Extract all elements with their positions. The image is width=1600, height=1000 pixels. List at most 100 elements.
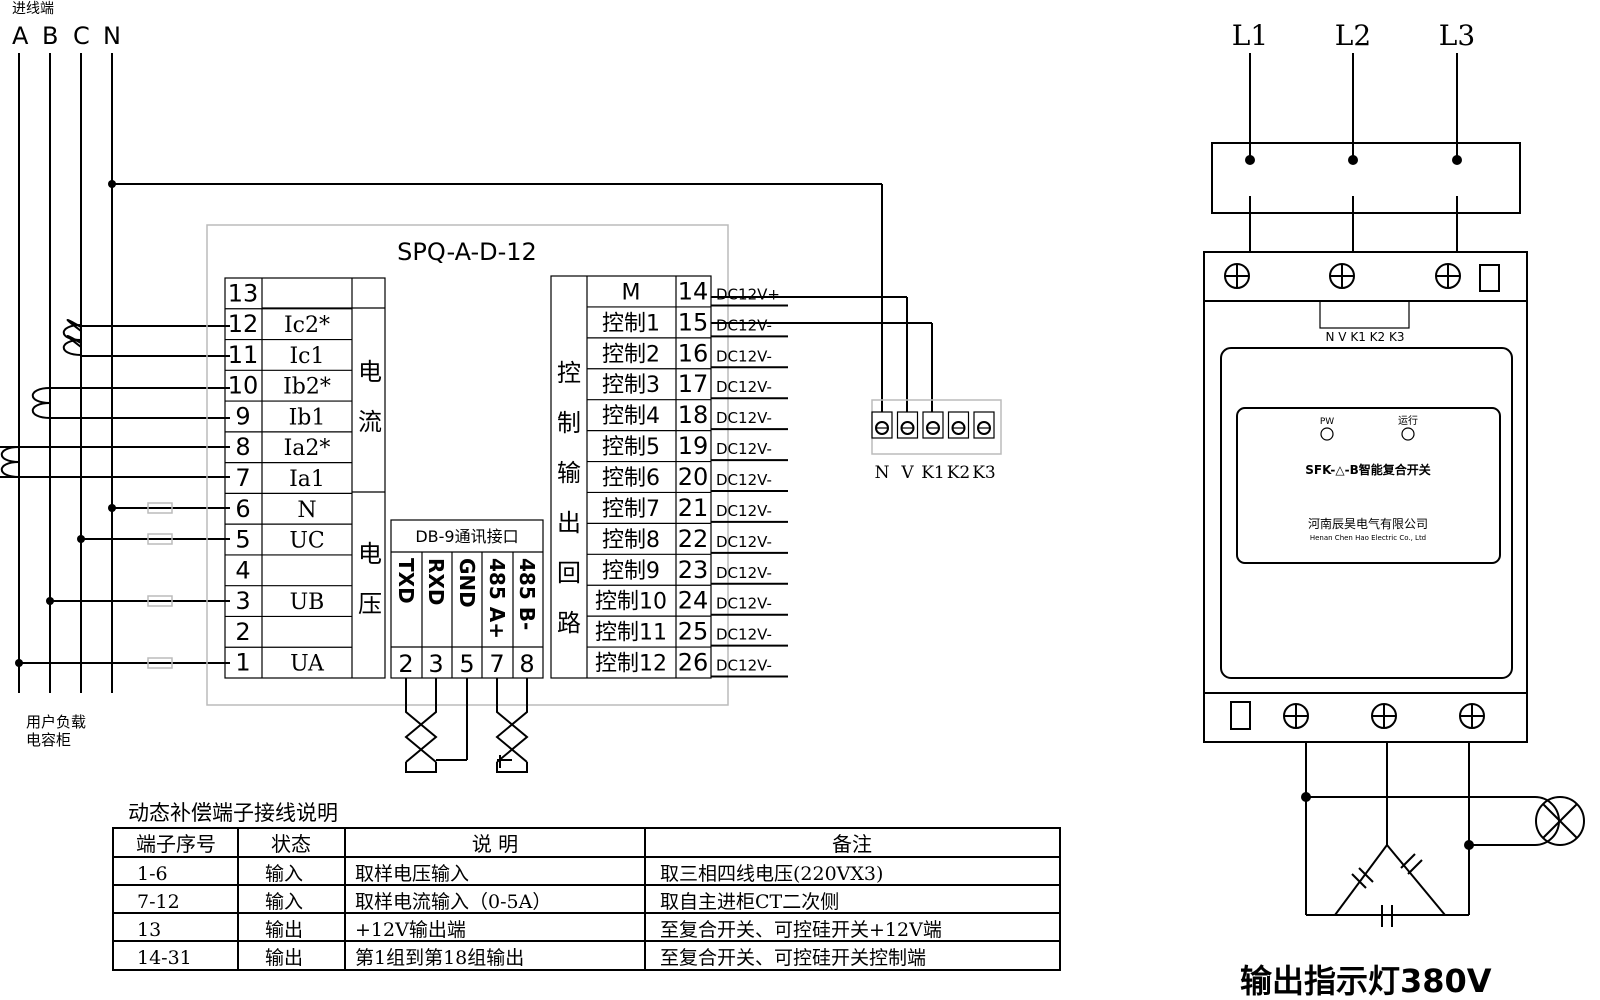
right-terminal-number: 15	[678, 308, 709, 336]
table-header-cell: 说 明	[472, 832, 518, 856]
right-terminal-label: 控制8	[602, 528, 660, 553]
breaker-box	[1211, 142, 1521, 214]
terminal-cell	[896, 411, 919, 439]
left-terminal-number: 7	[235, 464, 250, 492]
left-terminal-label: Ic2*	[284, 313, 330, 338]
table-cell: 至复合开关、可控硅开关+12V端	[660, 919, 942, 941]
right-terminal-label: 控制1	[602, 311, 660, 336]
right-terminal-number: 19	[678, 432, 709, 460]
table-cell: +12V输出端	[355, 919, 466, 941]
incoming-title: 进线端	[12, 1, 54, 17]
table-cell: 1-6	[137, 863, 168, 885]
load-label-line1: 用户负载	[26, 713, 86, 731]
incoming-busbars	[18, 53, 113, 693]
left-terminal-label: N	[297, 498, 316, 523]
switch-device	[1203, 53, 1585, 927]
left-terminal-label: Ia2*	[284, 436, 331, 461]
ct-phase-a	[0, 446, 230, 478]
right-terminal-label: 控制10	[595, 590, 667, 615]
dc-label: DC12V-	[716, 595, 772, 613]
dc-label: DC12V-	[716, 316, 772, 334]
table-cell: 取自主进柜CT二次侧	[660, 891, 839, 913]
table-header-cell: 状态	[271, 832, 311, 856]
table-cell: 取样电流输入（0-5A）	[355, 891, 551, 913]
right-terminal-label: 控制9	[602, 559, 660, 584]
left-terminal-number: 8	[235, 433, 250, 461]
left-terminal-label: UB	[290, 590, 325, 615]
right-terminal-label: M	[622, 280, 641, 305]
table-cell: 输入	[265, 863, 303, 885]
left-terminal-number: 1	[235, 649, 250, 677]
right-terminal-number: 20	[678, 463, 709, 491]
ct-phase-b	[31, 387, 230, 419]
right-terminal-block	[550, 275, 712, 679]
terminal-block-label: K2	[947, 463, 971, 483]
bottom-screw-terminals	[1230, 701, 1485, 730]
table-header-cell: 端子序号	[136, 832, 216, 856]
left-terminal-number: 9	[235, 402, 250, 430]
db9-signal: 485 B-	[515, 558, 539, 630]
table-cell: 13	[137, 919, 161, 941]
db9-twisted-cables	[404, 678, 529, 773]
db9-title: DB-9通讯接口	[415, 527, 518, 546]
current-group-char-1: 电	[358, 358, 382, 386]
controller-model: SPQ-A-D-12	[397, 238, 537, 266]
db9-signal: 485 A+	[485, 558, 509, 639]
db9-signal: TXD	[394, 558, 418, 604]
capacitor-delta	[1301, 742, 1474, 927]
ct-phase-c	[62, 319, 230, 357]
switch-name: SFK-△-B智能复合开关	[1305, 462, 1430, 477]
control-group-char: 出	[557, 509, 581, 537]
dc-label: DC12V-	[716, 347, 772, 365]
line-label-l2: L2	[1335, 19, 1371, 52]
top-screw-terminals	[1224, 263, 1500, 292]
table-cell: 取样电压输入	[355, 863, 469, 885]
phase-label-n: N	[103, 22, 121, 50]
terminal-cell	[973, 411, 995, 439]
pw-led	[1320, 427, 1334, 441]
right-terminal-label: 控制2	[602, 342, 660, 367]
dc-label: DC12V-	[716, 378, 772, 396]
table-cell: 14-31	[137, 947, 192, 969]
line-label-l3: L3	[1439, 19, 1475, 52]
control-wires-to-terminal-block	[711, 296, 933, 412]
right-terminal-number: 23	[678, 556, 709, 584]
terminal-block-label: V	[900, 463, 914, 483]
db9-signal: RXD	[424, 558, 448, 605]
right-terminal-number: 24	[678, 587, 709, 615]
db9-pin: 3	[428, 650, 443, 678]
right-terminal-number: 21	[678, 494, 709, 522]
terminal-block-label: K3	[972, 463, 996, 483]
left-terminal-number: 2	[235, 618, 250, 646]
left-terminal-number: 11	[228, 341, 259, 369]
terminal-cell	[922, 411, 944, 439]
switch-label-plate	[1236, 407, 1501, 564]
phase-label-b: B	[42, 22, 58, 50]
table-cell: 第1组到第18组输出	[355, 947, 524, 969]
run-label: 运行	[1398, 414, 1418, 427]
left-terminal-number: 3	[235, 587, 250, 615]
line-label-l1: L1	[1232, 19, 1268, 52]
control-group-char: 制	[557, 409, 581, 437]
control-group-char: 控	[557, 359, 581, 387]
db9-signal: GND	[455, 558, 479, 608]
terminal-block-label: N	[875, 463, 890, 483]
left-terminal-label: Ib2*	[283, 375, 331, 400]
db9-pin: 2	[398, 650, 413, 678]
control-group-char: 回	[557, 559, 581, 587]
dc-label: DC12V-	[716, 626, 772, 644]
dc-label: DC12V+	[716, 285, 780, 303]
db9-pin: 8	[519, 650, 534, 678]
right-terminal-label: 控制5	[602, 435, 660, 460]
switch-body	[1203, 251, 1528, 743]
right-terminal-number: 22	[678, 525, 709, 553]
left-terminal-number: 10	[228, 372, 259, 400]
left-terminal-number: 4	[235, 556, 250, 584]
table-cell: 输出	[265, 919, 303, 941]
left-terminal-number: 6	[235, 495, 250, 523]
right-terminal-number: 16	[678, 339, 709, 367]
